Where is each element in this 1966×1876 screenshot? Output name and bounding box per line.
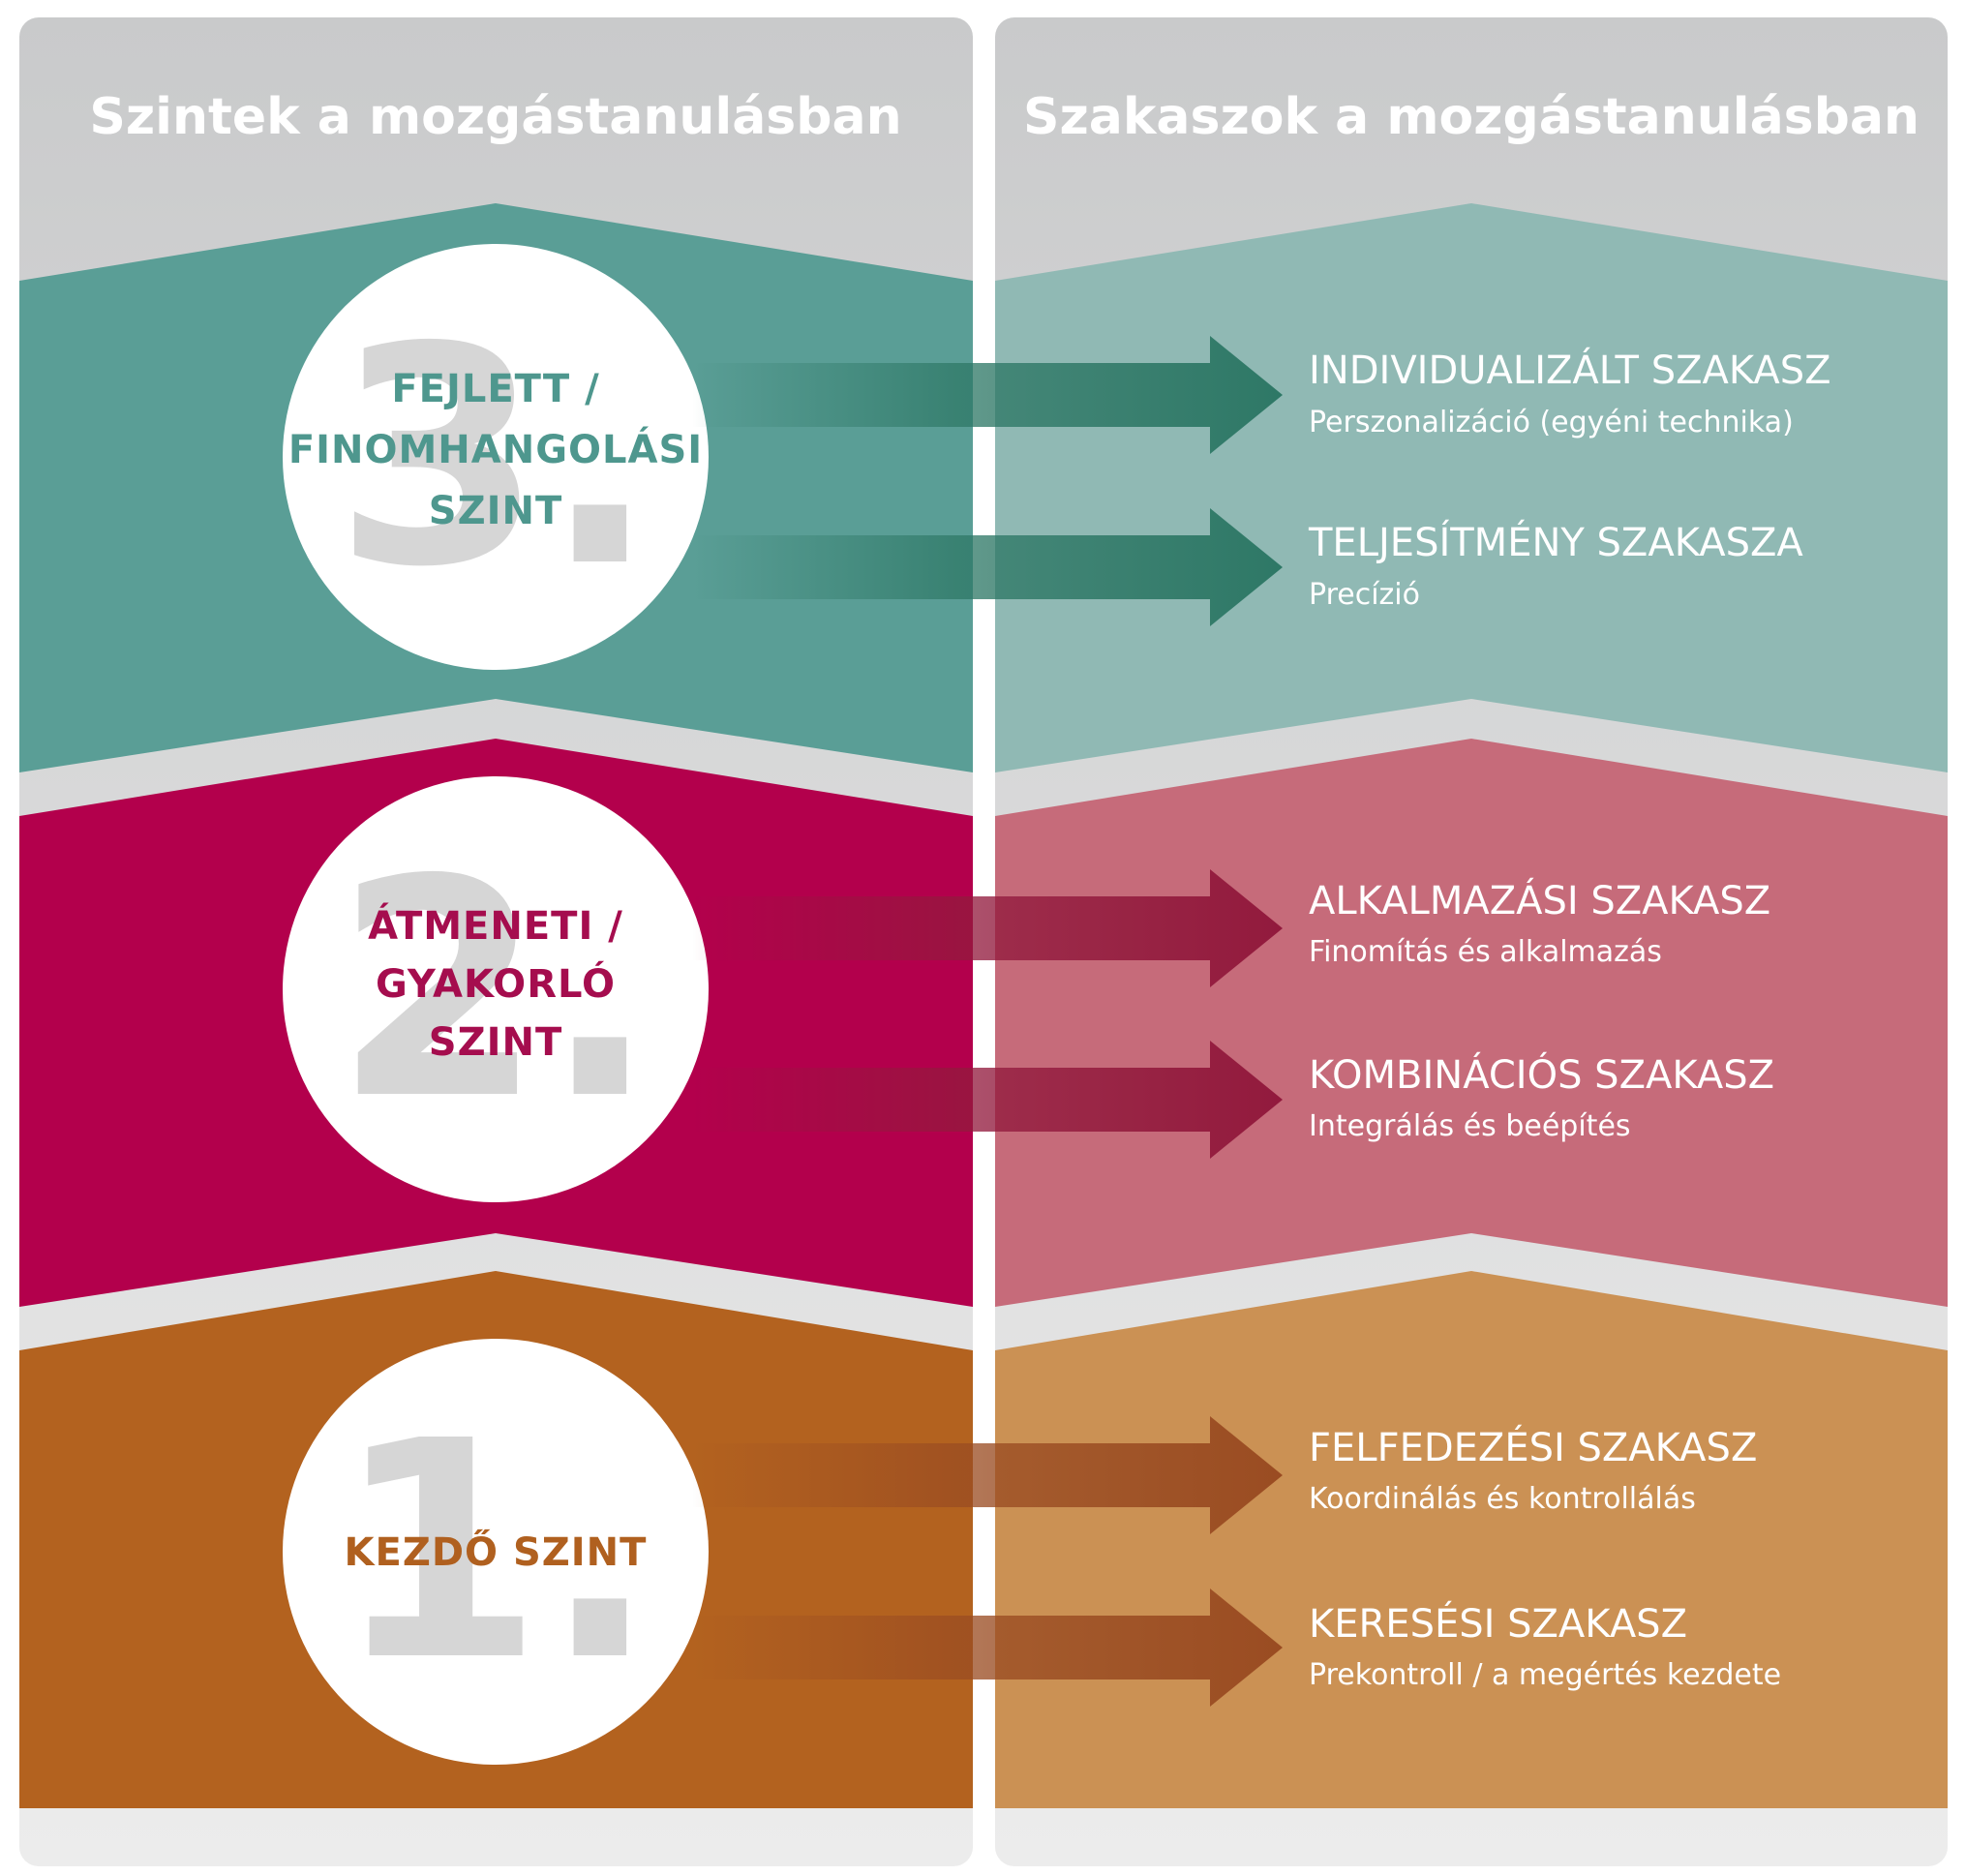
level-2-group: 2. ÁTMENETI / GYAKORLÓ SZINT ALKALMAZÁSI… <box>19 739 1948 1307</box>
level-1-circle <box>283 1339 709 1765</box>
level-1-group: 1. KEZDŐ SZINT FELFEDEZÉSI SZAKASZ Koord… <box>19 1271 1948 1808</box>
level-2-stage-1-title: ALKALMAZÁSI SZAKASZ <box>1309 877 1770 923</box>
level-2-label-line-2: GYAKORLÓ <box>376 960 616 1007</box>
right-header-title: Szakaszok a mozgástanulásban <box>1023 88 1920 146</box>
level-3-right-band <box>995 203 1948 772</box>
level-3-big-number: 3. <box>334 284 656 633</box>
level-2-right-band <box>995 739 1948 1307</box>
level-3-label-line-3: SZINT <box>429 489 562 533</box>
level-2-label-line-1: ÁTMENETI / <box>368 902 623 949</box>
level-3-group: 3. FEJLETT / FINOMHANGOLÁSI SZINT INDIVI… <box>19 203 1948 772</box>
level-3-circle <box>283 244 709 670</box>
level-2-stage-2-title: KOMBINÁCIÓS SZAKASZ <box>1309 1051 1774 1098</box>
level-1-arrow-1 <box>692 1416 1283 1534</box>
level-2-arrow-2 <box>692 1041 1283 1159</box>
level-2-big-number: 2. <box>334 816 656 1165</box>
level-3-stage-1-subtitle: Perszonalizáció (egyéni technika) <box>1309 406 1794 439</box>
level-1-arrow-2 <box>692 1589 1283 1707</box>
level-2-stage-1-subtitle: Finomítás és alkalmazás <box>1309 935 1662 969</box>
level-3-stage-2-title: TELJESÍTMÉNY SZAKASZA <box>1308 519 1803 565</box>
level-2-circle <box>283 776 709 1202</box>
level-3-stage-1-title: INDIVIDUALIZÁLT SZAKASZ <box>1309 347 1831 393</box>
level-1-right-band <box>995 1271 1948 1808</box>
level-1-stage-2-title: KERESÉSI SZAKASZ <box>1309 1600 1687 1647</box>
level-3-label-line-2: FINOMHANGOLÁSI <box>288 426 703 472</box>
level-2-label-line-3: SZINT <box>429 1020 562 1065</box>
level-1-stage-2-subtitle: Prekontroll / a megértés kezdete <box>1309 1658 1781 1692</box>
level-1-label-line-1: KEZDŐ SZINT <box>345 1528 648 1575</box>
left-header-title: Szintek a mozgástanulásban <box>89 88 901 146</box>
level-3-arrow-2 <box>692 508 1283 626</box>
level-2-arrow-1 <box>692 869 1283 987</box>
level-1-big-number: 1. <box>334 1377 656 1727</box>
level-1-stage-1-title: FELFEDEZÉSI SZAKASZ <box>1309 1424 1757 1470</box>
level-2-stage-2-subtitle: Integrálás és beépítés <box>1309 1109 1631 1143</box>
level-1-stage-1-subtitle: Koordinálás és kontrollálás <box>1309 1482 1696 1516</box>
level-3-label-line-1: FEJLETT / <box>391 367 599 411</box>
level-3-stage-2-subtitle: Precízió <box>1309 578 1420 612</box>
level-3-arrow-1 <box>692 336 1283 454</box>
